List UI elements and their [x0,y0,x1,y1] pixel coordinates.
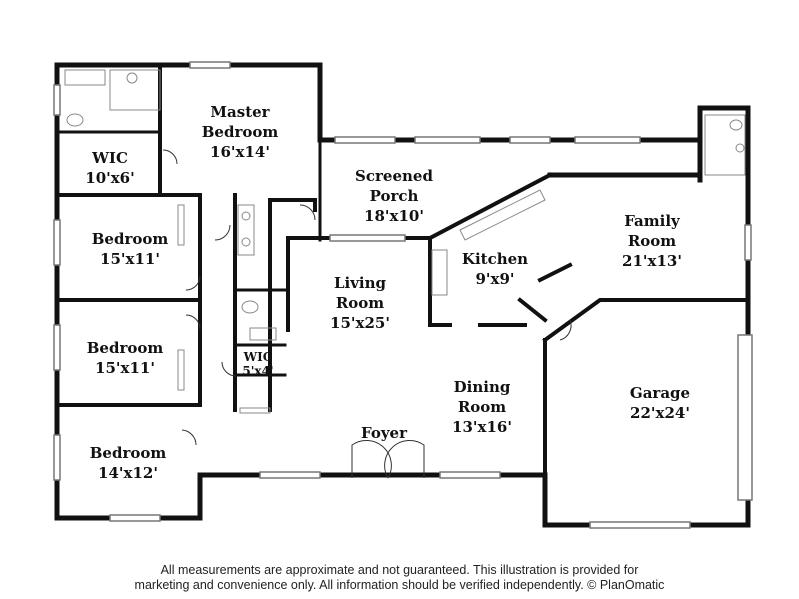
room-dining-room: Dining Room 13'x16' [452,377,512,437]
room-size: 22'x24' [630,404,690,422]
room-name: Dining [453,378,511,396]
room-size: 9'x9' [475,270,515,288]
room-garage: Garage 22'x24' [630,383,690,423]
room-name: Room [627,232,677,250]
room-size: 5'x4' [242,364,274,378]
room-name: Master [210,103,270,121]
room-bedroom-1: Bedroom 15'x11' [92,229,169,269]
room-kitchen: Kitchen 9'x9' [462,249,528,289]
room-name: Garage [629,384,691,402]
doors [162,149,572,479]
room-living-room: Living Room 15'x25' [330,273,390,333]
room-name: Porch [369,187,419,205]
room-wic-hall: WIC 5'x4' [242,350,273,378]
room-name: Kitchen [461,250,529,268]
room-size: 13'x16' [452,418,512,436]
room-size: 15'x25' [330,314,390,332]
disclaimer: All measurements are approximate and not… [0,563,799,593]
room-size: 10'x6' [85,169,135,187]
room-screened-porch: Screened Porch 18'x10' [355,166,433,226]
room-master-bedroom: Master Bedroom 16'x14' [202,102,279,162]
room-name: Bedroom [201,123,279,141]
room-name: Room [457,398,507,416]
room-name: Room [335,294,385,312]
room-name: Foyer [361,424,407,442]
room-bedroom-2: Bedroom 15'x11' [87,338,164,378]
room-name: Bedroom [89,444,167,462]
room-size: 16'x14' [210,143,270,161]
room-bedroom-3: Bedroom 14'x12' [90,443,167,483]
disclaimer-line: marketing and convenience only. All info… [134,578,665,592]
fixtures [64,69,746,414]
room-name: WIC [243,350,273,364]
room-size: 15'x11' [95,359,155,377]
room-foyer: Foyer [361,423,407,443]
room-name: Family [624,212,680,230]
room-name: Bedroom [86,339,164,357]
room-size: 15'x11' [100,250,160,268]
room-name: Living [333,274,387,292]
room-name: Screened [355,167,433,185]
room-wic-master: WIC 10'x6' [85,148,134,188]
room-size: 14'x12' [98,464,158,482]
room-size: 18'x10' [364,207,424,225]
room-family-room: Family Room 21'x13' [622,211,682,271]
windows [53,61,753,529]
room-size: 21'x13' [622,252,682,270]
disclaimer-line: All measurements are approximate and not… [160,563,639,577]
room-name: WIC [92,149,128,167]
room-name: Bedroom [91,230,169,248]
